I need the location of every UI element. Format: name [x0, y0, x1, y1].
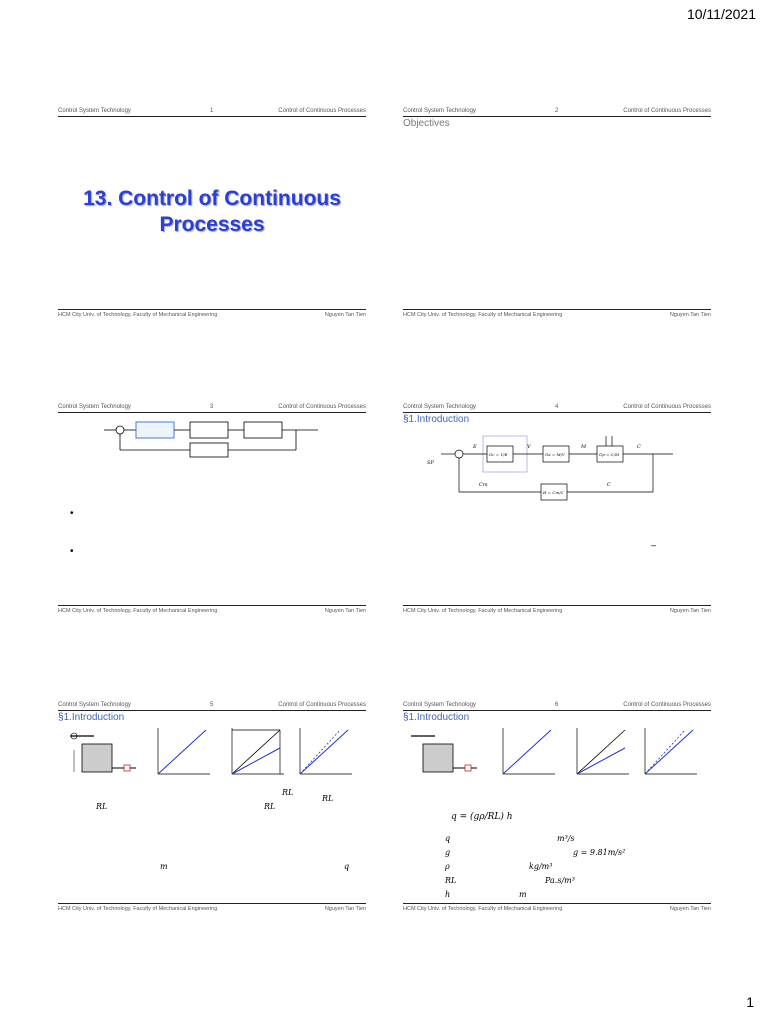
label-rl: RL — [322, 794, 334, 803]
slide-4: Control System Technology 4 Control of C… — [401, 404, 713, 614]
slide-title: 13. Control of Continuous Processes — [83, 187, 341, 236]
label-cm: Cm — [479, 482, 488, 488]
flow-formula: q = (gρ/RL) h — [451, 812, 513, 822]
control-loop-diagram: SP E Gc = V/E V Ga = M/V M Gp = C/M C Cm… — [427, 435, 673, 501]
block-gp: Gp = C/M — [599, 452, 620, 457]
bullet: • — [70, 508, 74, 519]
slide-header: Control System Technology 3 Control of C… — [58, 404, 366, 413]
graph-load-line-dashed — [644, 728, 697, 775]
slide-footer: HCM City Univ. of Technology, Faculty of… — [403, 903, 711, 912]
block-ga: Ga = M/V — [545, 452, 566, 457]
block-diagram — [104, 421, 318, 458]
label-c: C — [637, 444, 641, 450]
label-rl: RL — [96, 802, 108, 811]
section-heading: §1.Introduction — [58, 712, 125, 723]
slide-6: Control System Technology 6 Control of C… — [401, 702, 713, 912]
tank-figure — [411, 735, 477, 773]
graph-load-line — [502, 728, 555, 775]
slide-footer: HCM City Univ. of Technology, Faculty of… — [58, 309, 366, 318]
label-sp: SP — [427, 460, 434, 466]
slide-header: Control System Technology 1 Control of C… — [58, 108, 366, 117]
section-heading: §1.Introduction — [403, 712, 470, 723]
label-v: V — [527, 444, 532, 450]
page-number: 1 — [746, 994, 754, 1010]
slide-footer: HCM City Univ. of Technology, Faculty of… — [403, 309, 711, 318]
slide-header: Control System Technology 5 Control of C… — [58, 702, 366, 711]
slide-header: Control System Technology 2 Control of C… — [403, 108, 711, 117]
variable-list: q m³/s g g = 9.81m/s² ρ kg/m³ RL Pa.s/m³… — [445, 834, 645, 904]
graph-load-line — [157, 728, 210, 775]
block-h: H = Cm/C — [542, 490, 564, 495]
variable-row: ρ kg/m³ — [445, 862, 553, 871]
label-m: M — [580, 444, 587, 450]
slide-5: Control System Technology 5 Control of C… — [56, 702, 368, 912]
label-m: m — [160, 862, 168, 871]
slide-header: Control System Technology 4 Control of C… — [403, 404, 711, 413]
graph-original-load-line — [576, 728, 629, 775]
section-heading: §1.Introduction — [403, 414, 470, 425]
variable-row: q m³/s — [445, 834, 575, 843]
variable-row: RL Pa.s/m³ — [445, 876, 575, 885]
slide-header: Control System Technology 6 Control of C… — [403, 702, 711, 711]
print-date: 10/11/2021 — [686, 6, 756, 22]
bullet: • — [70, 546, 74, 557]
label-q: q — [344, 862, 350, 871]
dash: – — [651, 540, 657, 550]
graph-load-line-dashed — [299, 728, 352, 775]
block-gc: Gc = V/E — [489, 452, 508, 457]
slide-3: Control System Technology 3 Control of C… — [56, 404, 368, 614]
label-rl: RL — [264, 802, 276, 811]
label-rl: RL — [282, 788, 294, 797]
slide-title: Objectives — [403, 118, 450, 129]
label-e: E — [472, 444, 477, 450]
label-c-feedback: C — [607, 482, 611, 488]
variable-row: g g = 9.81m/s² — [445, 848, 626, 857]
slide-2: Control System Technology 2 Control of C… — [401, 108, 713, 318]
slide-footer: HCM City Univ. of Technology, Faculty of… — [58, 903, 366, 912]
slide-footer: HCM City Univ. of Technology, Faculty of… — [403, 605, 711, 614]
slide-1: Control System Technology 1 Control of C… — [56, 108, 368, 318]
slide-footer: HCM City Univ. of Technology, Faculty of… — [58, 605, 366, 614]
tank-figure — [70, 732, 136, 773]
graph-original-load-line — [231, 728, 284, 775]
variable-row: h m — [445, 890, 527, 899]
